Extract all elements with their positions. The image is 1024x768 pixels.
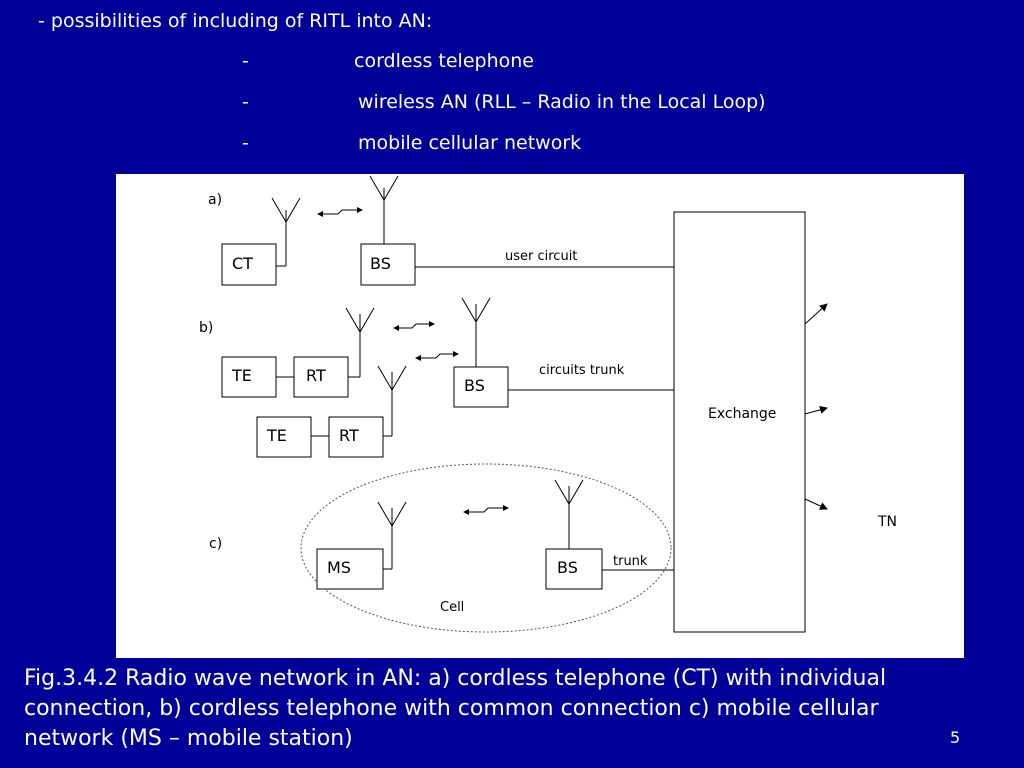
bs-c-box: BS [545,548,603,590]
diagram-svg: a) b) c) CT BS user circuit [199,175,897,633]
rt2-box: RT [328,416,384,458]
rt2-label: RT [339,426,359,445]
ms-antenna [377,501,407,570]
radio-link-b1-icon [393,321,435,331]
ms-box: MS [316,548,384,590]
cell-label: Cell [440,600,464,615]
rt1-box: RT [293,356,349,398]
label-section-a: a) [208,192,222,208]
rt2-antenna [377,365,407,437]
circuits-trunk-label: circuits trunk [539,363,625,378]
bs-c-antenna [554,479,584,549]
radio-link-b2-icon [415,351,459,361]
bullet-wireless-an: wireless AN (RLL – Radio in the Local Lo… [358,91,766,113]
rt1-antenna [345,307,375,378]
bs-b-antenna [461,297,491,367]
bullet-dash-3: - [242,132,249,154]
bs-b-box: BS [453,366,509,408]
figure-caption: Fig.3.4.2 Radio wave network in AN: a) c… [24,666,887,751]
network-diagram: a) b) c) CT BS user circuit [116,174,964,658]
cell-ellipse [300,463,672,633]
bullet-dash-2: - [242,91,249,113]
trunk-label: trunk [613,554,648,569]
bs-a-box: BS [360,243,416,286]
bs-a-label: BS [370,254,391,273]
te1-box: TE [221,356,277,398]
user-circuit-label: user circuit [505,249,577,264]
label-section-b: b) [199,320,213,336]
ct-box: CT [221,243,277,286]
exchange-label: Exchange [708,406,776,422]
bullet-dash-1: - [242,50,249,72]
heading-line: - possibilities of including of RITL int… [38,10,433,32]
ct-antenna [271,197,301,267]
page-number: 5 [950,728,961,747]
te1-label: TE [231,366,252,385]
radio-link-c-icon [463,505,509,515]
bs-b-label: BS [464,376,485,395]
ct-label: CT [232,254,253,273]
radio-link-a-icon [317,207,363,217]
exchange-box: Exchange [673,211,806,633]
bullet-cordless-telephone: cordless telephone [354,50,534,72]
bs-a-antenna [369,175,399,244]
rt1-label: RT [306,366,326,385]
te2-label: TE [266,426,287,445]
label-section-c: c) [209,536,222,552]
bs-c-label: BS [557,558,578,577]
tn-label: TN [877,514,897,530]
bullet-mobile-cellular: mobile cellular network [358,132,582,154]
tn-links [804,303,828,510]
ms-label: MS [327,558,351,577]
te2-box: TE [256,416,312,458]
